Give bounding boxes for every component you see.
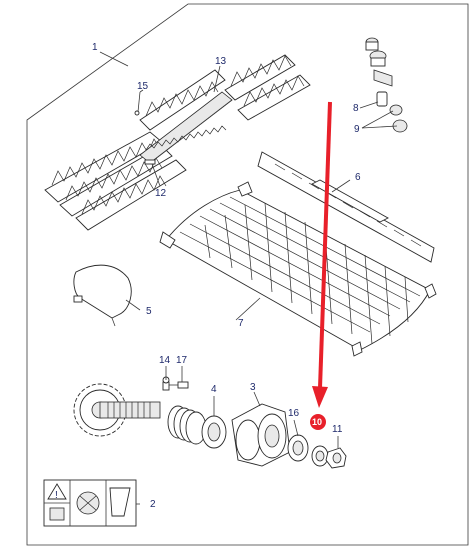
nut-part: [325, 447, 347, 469]
red-arrow-icon: [312, 101, 332, 408]
label-part-17: 17: [176, 355, 188, 366]
pin-part: [134, 91, 141, 116]
hazard-icon: [109, 487, 131, 517]
label-part-3: 3: [250, 382, 256, 393]
label-part-13: 13: [215, 56, 227, 67]
cover-part: [73, 264, 132, 327]
spring-part: [167, 405, 207, 445]
straw-walker-assembly: [44, 54, 311, 231]
svg-text:!: !: [55, 490, 58, 501]
strip-part: [257, 151, 435, 263]
diagram-frame: [26, 3, 469, 546]
label-part-7: 7: [238, 318, 244, 329]
label-part-15: 15: [137, 81, 149, 92]
bushing-part: [201, 415, 227, 449]
label-part-4: 4: [211, 384, 217, 395]
label-part-10: 10: [312, 417, 322, 427]
label-part-9: 9: [354, 124, 360, 135]
warning-triangle-icon: [47, 483, 67, 500]
washer-part: [311, 445, 329, 467]
housing-part: [231, 403, 291, 467]
label-part-11: 11: [332, 424, 343, 435]
concave-part: [159, 181, 437, 357]
label-part-16: 16: [288, 408, 300, 419]
label-part-1: 1: [92, 42, 98, 53]
highlight-badge: [310, 414, 326, 430]
label-part-2: 2: [150, 499, 156, 510]
warning-label-part: !: [43, 479, 137, 527]
label-part-14: 14: [159, 355, 171, 366]
label-part-6: 6: [355, 172, 361, 183]
label-part-8: 8: [353, 103, 359, 114]
label-part-5: 5: [146, 306, 152, 317]
label-part-12: 12: [155, 188, 167, 199]
sprocket-part: [73, 383, 161, 437]
ring-part: [287, 434, 309, 462]
bolt-parts: [162, 376, 189, 391]
hardware-set: [365, 37, 408, 133]
leader-lines: [99, 51, 398, 505]
